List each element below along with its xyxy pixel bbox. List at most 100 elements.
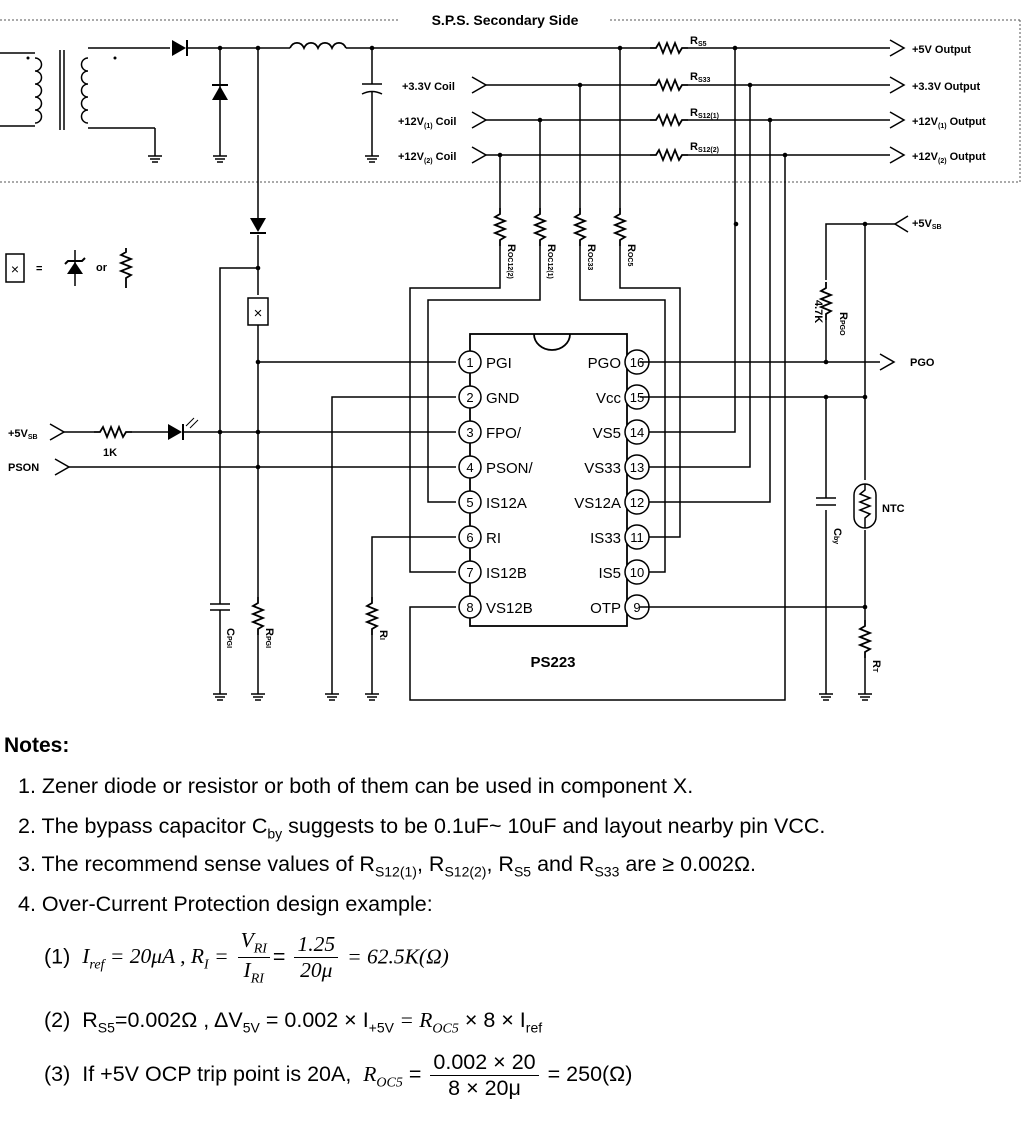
pgi-diode — [250, 218, 266, 234]
pin-6-number: 6 — [466, 530, 473, 545]
component-x: × — [247, 297, 269, 326]
component-x-legend: × = or — [5, 248, 134, 288]
svg-text:NTC: NTC — [882, 503, 905, 515]
roc-label-d: ROC5 — [625, 244, 637, 266]
pin-7-circle — [458, 560, 482, 584]
svg-text:×: × — [254, 305, 263, 322]
roc-resistors — [499, 48, 621, 208]
pin-10-label: IS5 — [598, 565, 621, 582]
note-2: 2. The bypass capacitor Cby suggests to … — [18, 814, 826, 842]
cby-label: Cby — [831, 528, 843, 544]
pin-1-number: 1 — [466, 355, 473, 370]
rpgo-label: RPGO — [837, 312, 849, 336]
svg-text:+3.3V Output: +3.3V Output — [912, 81, 980, 93]
cpgi-capacitor — [210, 603, 230, 688]
pin-2-circle — [458, 385, 482, 409]
pin-1-circle — [458, 350, 482, 374]
pin-2-label: GND — [486, 390, 520, 407]
pin-3-number: 3 — [466, 425, 473, 440]
ri-label: RI — [377, 630, 389, 640]
pin-3-circle — [458, 420, 482, 444]
pin-13-number: 13 — [630, 460, 644, 475]
transformer — [0, 47, 170, 150]
schematic-diagram: S.P.S. Secondary Side +3.3V Coil +12V(1)… — [0, 12, 1021, 701]
pin-1-label: PGI — [486, 355, 512, 372]
pin-9-label: OTP — [590, 600, 621, 617]
ic-ps223: PS223 — [469, 333, 628, 671]
pin-15-label: Vcc — [596, 390, 622, 407]
roc-label-b: ROC12(1) — [545, 244, 557, 279]
ic-pins: 1 PGI 2 GND 3 FPO/4 PSON/5 IS12A 6 RI 7 IS12B 8 VS12B… — [458, 349, 650, 620]
svg-text:=: = — [36, 263, 42, 275]
svg-text:+5VSB: +5VSB — [912, 218, 942, 231]
pin-11-number: 11 — [630, 530, 644, 545]
svg-text:+12V(1) Output: +12V(1) Output — [912, 116, 986, 130]
pin-8-circle — [458, 595, 482, 619]
pin-16-number: 16 — [630, 355, 644, 370]
pin-12-label: VS12A — [574, 495, 621, 512]
pin-9-number: 9 — [633, 600, 640, 615]
pin-10-number: 10 — [630, 565, 644, 580]
pin-13-label: VS33 — [584, 460, 621, 477]
pin-3-label: FPO/ — [486, 425, 522, 442]
svg-text:PGO: PGO — [910, 357, 935, 369]
svg-text:RS5: RS5 — [690, 35, 707, 48]
roc-label-a: ROC12(2) — [505, 244, 517, 279]
pin-5-circle — [458, 490, 482, 514]
note-3: 3. The recommend sense values of RS12(1)… — [18, 852, 757, 880]
svg-text:+5V Output: +5V Output — [912, 44, 971, 56]
cby-capacitor — [816, 497, 836, 506]
svg-text:+12V(2) Coil: +12V(2) Coil — [398, 151, 456, 165]
rectifier-diode — [172, 40, 290, 56]
svg-text:RS33: RS33 — [690, 71, 711, 84]
pin-7-label: IS12B — [486, 565, 527, 582]
pin-5-label: IS12A — [486, 495, 527, 512]
cpgi-label: CPGI — [224, 628, 236, 648]
rt-label: RT — [870, 660, 882, 673]
pin-2-number: 2 — [466, 390, 473, 405]
svg-text:+12V(1) Coil: +12V(1) Coil — [398, 116, 456, 130]
secondary-side-box — [0, 19, 1021, 183]
svg-text:PSON: PSON — [8, 462, 39, 474]
ic-name: PS223 — [530, 654, 575, 671]
pin-4-number: 4 — [466, 460, 473, 475]
output-capacitor — [361, 48, 383, 150]
r1k-label: 1K — [103, 447, 117, 459]
svg-text:RS12(2): RS12(2) — [690, 141, 719, 154]
sense-resistors: RS5 RS33 RS12(1) RS12(2) — [649, 35, 719, 161]
svg-text:+12V(2) Output: +12V(2) Output — [912, 151, 986, 165]
pin-12-number: 12 — [630, 495, 644, 510]
ocp-example-3: (3) If +5V OCP trip point is 20A, ROC5 =… — [44, 1050, 633, 1100]
pin-12-circle — [624, 489, 650, 515]
pin-8-label: VS12B — [486, 600, 533, 617]
ntc-thermistor — [853, 483, 877, 529]
rpgo-value: 4.7K — [812, 300, 824, 323]
pin-10-circle — [624, 559, 650, 585]
pin-4-circle — [458, 455, 482, 479]
pin-13-circle — [624, 454, 650, 480]
pin-5-number: 5 — [466, 495, 473, 510]
roc-label-c: ROC33 — [585, 244, 597, 270]
svg-text:RS12(1): RS12(1) — [690, 107, 719, 120]
pin-6-label: RI — [486, 530, 501, 547]
pin-11-circle — [624, 524, 650, 550]
svg-text:or: or — [96, 262, 108, 274]
svg-text:×: × — [11, 261, 19, 277]
pin-16-label: PGO — [588, 355, 621, 372]
section-title: S.P.S. Secondary Side — [432, 12, 579, 28]
rpgi-label: RPGI — [263, 628, 275, 648]
svg-text:+5VSB: +5VSB — [8, 428, 38, 441]
pin-14-circle — [624, 419, 650, 445]
pin-8-number: 8 — [466, 600, 473, 615]
ocp-example-2: (2) RS5=0.002Ω , ΔV5V = 0.002 × I+5V = R… — [44, 1008, 543, 1037]
svg-text:+3.3V Coil: +3.3V Coil — [402, 81, 455, 93]
pin-14-label: VS5 — [593, 425, 621, 442]
note-4: 4. Over-Current Protection design exampl… — [18, 892, 433, 916]
catch-diode — [212, 48, 228, 150]
output-labels: +5V Output +3.3V Output +12V(1) Output +… — [912, 44, 986, 165]
pin-4-label: PSON/ — [486, 460, 534, 477]
pin-6-circle — [458, 525, 482, 549]
coil-inputs: +3.3V Coil +12V(1) Coil +12V(2) Coil — [398, 81, 456, 165]
pin-7-number: 7 — [466, 565, 473, 580]
